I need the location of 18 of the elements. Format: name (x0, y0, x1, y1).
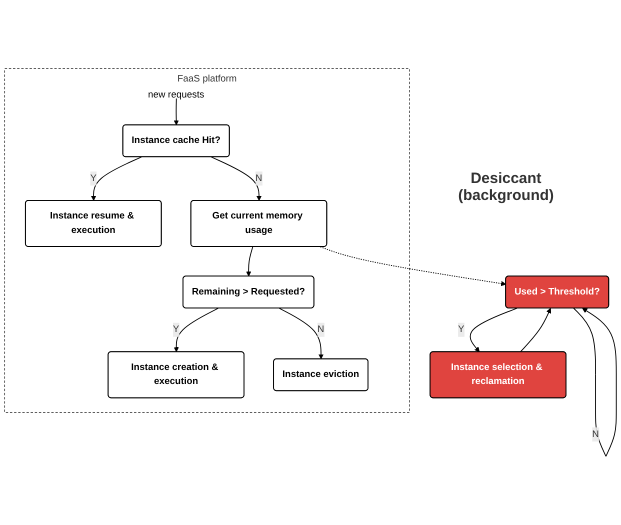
arrow (520, 308, 552, 352)
arrow (210, 156, 262, 201)
arrow (91, 156, 142, 201)
arrow (246, 246, 254, 277)
arrow (174, 98, 179, 126)
arrow (470, 308, 518, 352)
arrow (573, 308, 617, 457)
edge-label: N (317, 324, 324, 335)
arrow (174, 308, 219, 352)
edge-label: N (592, 429, 599, 440)
edge-label: Y (90, 173, 97, 184)
section-heading: Desiccant (background) (457, 170, 555, 204)
edge-label: N (255, 173, 262, 184)
edge-label: Y (172, 324, 180, 335)
arrow (320, 246, 506, 286)
edge-label: Y (458, 324, 464, 335)
arrow (278, 308, 324, 360)
node-text: new requests (148, 90, 204, 100)
